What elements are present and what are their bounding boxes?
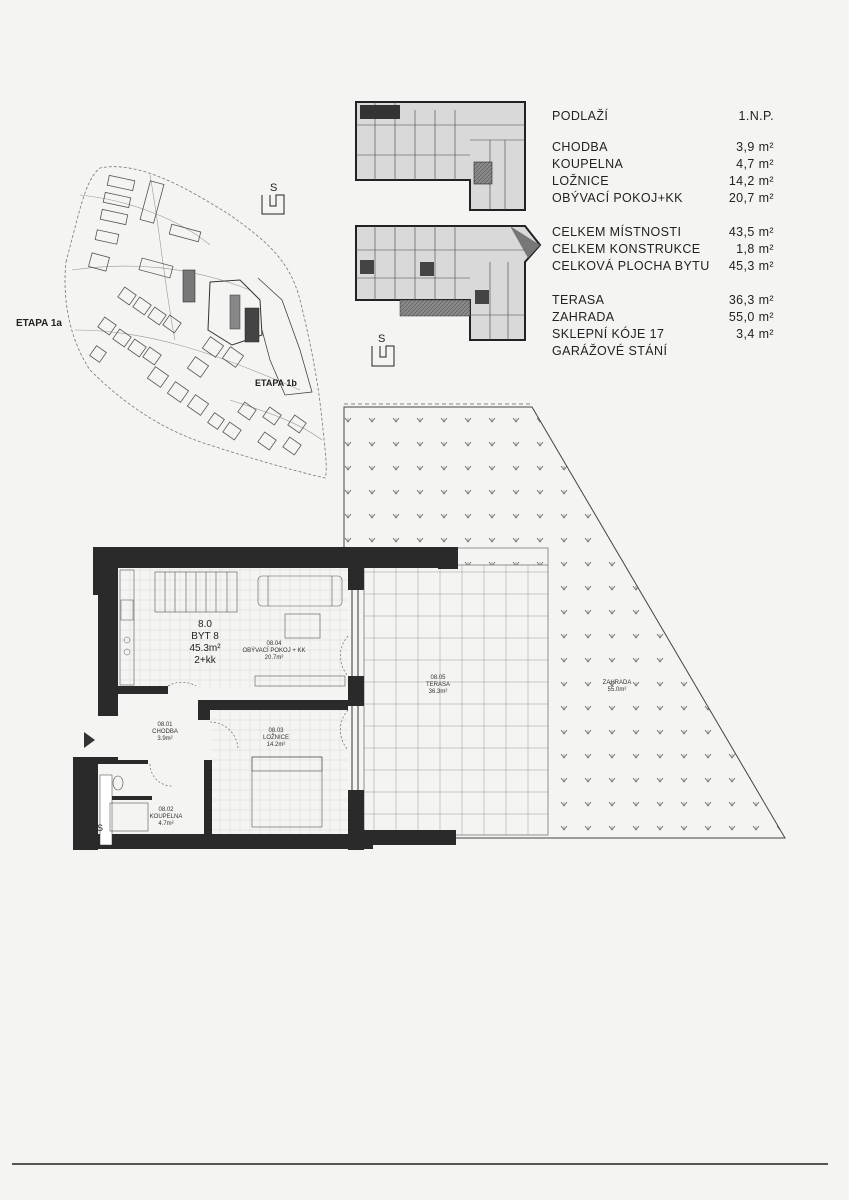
room-row-obyvaci: OBÝVACÍ POKOJ+KK 20,7 m² [552, 190, 774, 207]
room-label: LOŽNICE [552, 174, 609, 188]
floor-row: PODLAŽÍ 1.N.P. [552, 108, 774, 125]
room-area-hall: 3.9m² [157, 736, 172, 742]
room-code-terrace: 08.05 [430, 675, 446, 681]
total-label: CELKOVÁ PLOCHA BYTU [552, 259, 710, 273]
total-row-flat: CELKOVÁ PLOCHA BYTU 45,3 m² [552, 258, 774, 275]
site-north-mark: S [270, 182, 277, 194]
room-code-bedroom: 08.03 [268, 728, 284, 734]
room-value: 14,2 m² [728, 174, 774, 188]
total-label: CELKEM KONSTRUKCE [552, 242, 701, 256]
total-label: CELKEM MÍSTNOSTI [552, 225, 682, 239]
room-area-garden: 55.0m² [608, 687, 627, 693]
unit-area: 45.3m² [189, 643, 221, 654]
room-row-chodba: CHODBA 3,9 m² [552, 139, 774, 156]
room-code-hall: 08.01 [157, 722, 173, 728]
extra-row-garaz: GARÁŽOVÉ STÁNÍ [552, 343, 774, 360]
total-row-construction: CELKEM KONSTRUKCE 1,8 m² [552, 241, 774, 258]
extra-value: 55,0 m² [728, 310, 774, 324]
room-label: KOUPELNA [552, 157, 624, 171]
keyplan-north-symbol [371, 345, 395, 367]
room-row-koupelna: KOUPELNA 4,7 m² [552, 156, 774, 173]
room-name-bedroom: LOŽNICE [263, 733, 289, 741]
room-value: 3,9 m² [736, 140, 774, 154]
key-plan-basement [355, 101, 526, 211]
unit-code: 8.0 [198, 619, 212, 630]
total-value: 43,5 m² [728, 225, 774, 239]
room-label: CHODBA [552, 140, 608, 154]
page-bottom-rule [12, 1163, 828, 1165]
apartment-plan: S 8.0 BYT 8 45.3m² 2+kk 08.04 OBÝVACÍ PO… [73, 547, 631, 850]
room-row-loznice: LOŽNICE 14,2 m² [552, 173, 774, 190]
room-name-garden: ZAHRADA [603, 680, 632, 686]
room-area-bathroom: 4.7m² [158, 821, 173, 827]
room-area-terrace: 36.3m² [429, 689, 448, 695]
extra-row-terasa: TERASA 36,3 m² [552, 292, 774, 309]
room-label: OBÝVACÍ POKOJ+KK [552, 191, 683, 205]
total-row-rooms: CELKEM MÍSTNOSTI 43,5 m² [552, 224, 774, 241]
room-value: 20,7 m² [728, 191, 774, 205]
extra-label: SKLEPNÍ KÓJE 17 [552, 327, 665, 341]
extra-row-sklep: SKLEPNÍ KÓJE 17 3,4 m² [552, 326, 774, 343]
room-area-bedroom: 14.2m² [267, 742, 286, 748]
room-name-living: OBÝVACÍ POKOJ + KK [242, 647, 305, 654]
site-building-highlight [182, 269, 196, 303]
site-plan: ETAPA 1a ETAPA 1b S [16, 166, 327, 479]
room-code-living: 08.04 [266, 641, 282, 647]
room-value: 4,7 m² [736, 157, 774, 171]
key-plan-ground: S [355, 225, 542, 367]
site-stage-1b: ETAPA 1b [255, 378, 297, 388]
floor-value: 1.N.P. [738, 109, 774, 123]
room-name-terrace: TERASA [426, 682, 450, 688]
unit-name: BYT 8 [191, 631, 219, 642]
extra-row-zahrada: ZAHRADA 55,0 m² [552, 309, 774, 326]
total-value: 1,8 m² [736, 242, 774, 256]
shaft-mark: S [97, 823, 103, 833]
room-code-bathroom: 08.02 [158, 807, 174, 813]
room-area-living: 20.7m² [265, 655, 284, 661]
extra-label: GARÁŽOVÉ STÁNÍ [552, 344, 668, 358]
extra-label: ZAHRADA [552, 310, 615, 324]
extra-value: 3,4 m² [736, 327, 774, 341]
entrance-arrow-icon [84, 732, 95, 748]
extra-label: TERASA [552, 293, 605, 307]
unit-layout: 2+kk [194, 655, 216, 666]
extra-value: 36,3 m² [728, 293, 774, 307]
area-summary-table: PODLAŽÍ 1.N.P. CHODBA 3,9 m² KOUPELNA 4,… [552, 108, 774, 360]
site-north-symbol [261, 194, 285, 215]
room-name-bathroom: KOUPELNA [150, 814, 183, 820]
floor-label: PODLAŽÍ [552, 109, 609, 123]
keyplan-north-mark: S [378, 333, 385, 345]
room-name-hall: CHODBA [152, 729, 178, 735]
total-value: 45,3 m² [728, 259, 774, 273]
site-stage-1a: ETAPA 1a [16, 318, 62, 329]
terrace-area [363, 564, 549, 836]
